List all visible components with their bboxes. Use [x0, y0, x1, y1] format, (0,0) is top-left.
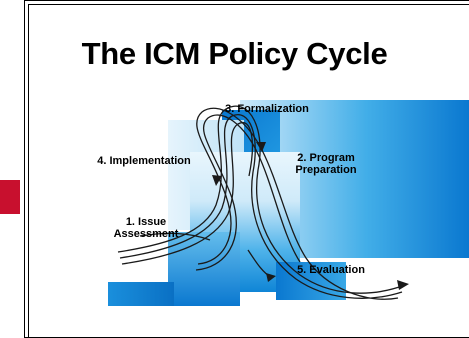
frame-top: [24, 0, 469, 1]
page-title: The ICM Policy Cycle: [81, 36, 388, 71]
step-issue-assessment-line2: Assessment: [113, 228, 179, 240]
step-evaluation-label: 5. Evaluation: [297, 264, 365, 276]
frame-top-inner: [28, 4, 469, 5]
frame-left-inner: [28, 4, 29, 338]
gradient-block-bottom-left: [108, 282, 174, 306]
red-accent-tab: [0, 180, 20, 214]
step-implementation-label: 4. Implementation: [97, 155, 191, 167]
step-program-preparation-line1: 2. Program: [297, 152, 355, 164]
step-issue-assessment-line1: 1. Issue: [125, 216, 167, 228]
step-program-preparation-line2: Preparation: [295, 164, 357, 176]
step-formalization-label: 3. Formalization: [225, 103, 309, 115]
frame-left: [24, 0, 25, 338]
step-issue-assessment-label: 1. Issue Assessment: [104, 216, 188, 240]
step-program-preparation-label: 2. Program Preparation: [284, 152, 368, 176]
